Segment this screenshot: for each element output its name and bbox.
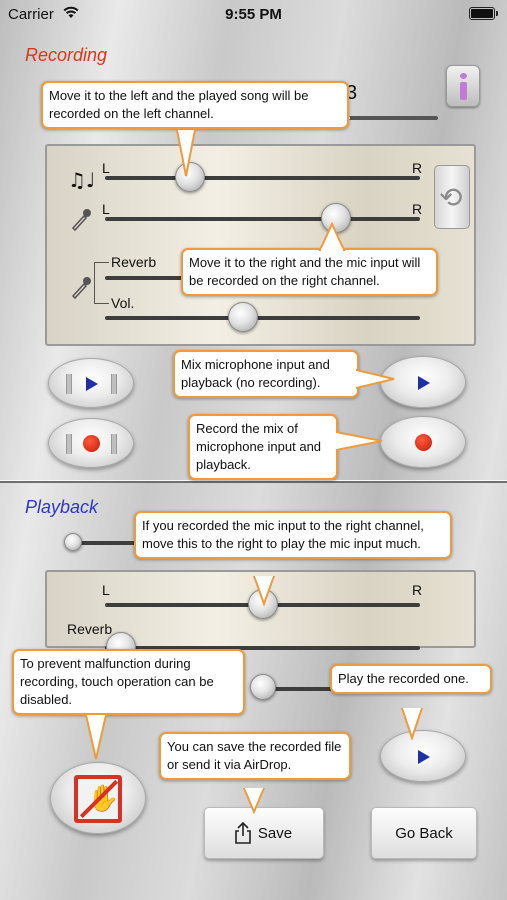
playback-reverb-track[interactable] [105, 646, 420, 650]
play-icon [418, 376, 430, 390]
status-bar: Carrier 9:55 PM [0, 0, 507, 30]
mic-volume-knob[interactable] [228, 302, 258, 332]
right-channel-label: R [412, 201, 423, 217]
left-channel-label: L [102, 160, 110, 176]
volume-label: Vol. [111, 295, 135, 311]
record-icon [83, 435, 100, 452]
song-name: 3 [346, 82, 358, 104]
playback-volume-knob[interactable] [250, 674, 276, 700]
record-icon [415, 434, 432, 451]
bar-right-icon [111, 434, 117, 454]
record-button[interactable] [380, 416, 466, 468]
play-recorded-button[interactable] [380, 730, 466, 782]
tooltip-record: Record the mix of microphone input and p… [188, 414, 338, 480]
mic-balance-knob[interactable] [321, 203, 351, 233]
playback-volume-track[interactable] [255, 687, 335, 691]
left-channel-label: L [102, 201, 110, 217]
battery-icon [469, 7, 498, 20]
microphone-icon [70, 208, 92, 237]
tooltip-mix: Mix microphone input and playback (no re… [173, 350, 359, 398]
recording-title: Recording [25, 45, 108, 65]
right-channel-label: R [412, 160, 423, 176]
record-left-button[interactable] [48, 418, 134, 468]
tooltip-play-recorded: Play the recorded one. [330, 664, 492, 694]
tooltip-arrow [318, 222, 346, 252]
tooltip-arrow [336, 430, 383, 452]
save-label: Save [257, 825, 293, 842]
mix-play-left-button[interactable] [48, 358, 134, 408]
swap-channels-button[interactable] [434, 165, 470, 229]
play-icon [418, 750, 430, 764]
tooltip-right-channel: Move it to the right and the mic input w… [181, 248, 438, 296]
reverb-label: Reverb [111, 254, 157, 270]
tooltip-left-channel: Move it to the left and the played song … [41, 81, 349, 129]
reverb-track[interactable] [105, 276, 195, 280]
tooltip-arrow [252, 576, 276, 606]
tooltip-touch-lock: To prevent malfunction during recording,… [12, 649, 245, 715]
mic-effects-bracket [94, 262, 110, 304]
tooltip-arrow [84, 715, 108, 760]
tooltip-save: You can save the recorded file or send i… [159, 732, 351, 780]
left-channel-label: L [102, 582, 110, 598]
playback-position-track[interactable] [72, 541, 192, 545]
right-channel-label: R [412, 582, 423, 598]
microphone-icon [70, 276, 92, 305]
bar-right-icon [111, 374, 117, 394]
wifi-icon [63, 6, 79, 18]
carrier-label: Carrier [8, 6, 54, 23]
tooltip-arrow [356, 368, 395, 390]
play-icon [86, 377, 98, 391]
tooltip-arrow [175, 130, 197, 177]
clock: 9:55 PM [225, 6, 282, 23]
no-touch-icon: ✋ [74, 775, 122, 823]
mix-play-button[interactable] [380, 356, 466, 408]
reverb-label: Reverb [67, 621, 113, 637]
info-icon [460, 73, 467, 100]
mic-volume-track[interactable] [105, 316, 420, 320]
bar-left-icon [66, 374, 72, 394]
playback-position-knob[interactable] [64, 533, 82, 551]
playback-balance-track[interactable] [105, 176, 420, 180]
info-button[interactable] [446, 65, 480, 107]
bar-left-icon [66, 434, 72, 454]
playback-balance-knob[interactable] [175, 162, 205, 192]
go-back-button[interactable]: Go Back [371, 807, 477, 859]
playback-title: Playback [25, 497, 99, 517]
section-divider [0, 480, 507, 483]
tooltip-arrow [400, 708, 424, 740]
mic-balance-track[interactable] [105, 217, 420, 221]
save-button[interactable]: Save [204, 807, 324, 859]
music-notes-icon: ♫♩ [68, 168, 96, 192]
tooltip-arrow [242, 788, 266, 814]
share-icon [235, 822, 251, 844]
touch-lock-button[interactable]: ✋ [50, 762, 146, 834]
tooltip-playback-balance: If you recorded the mic input to the rig… [134, 511, 452, 559]
